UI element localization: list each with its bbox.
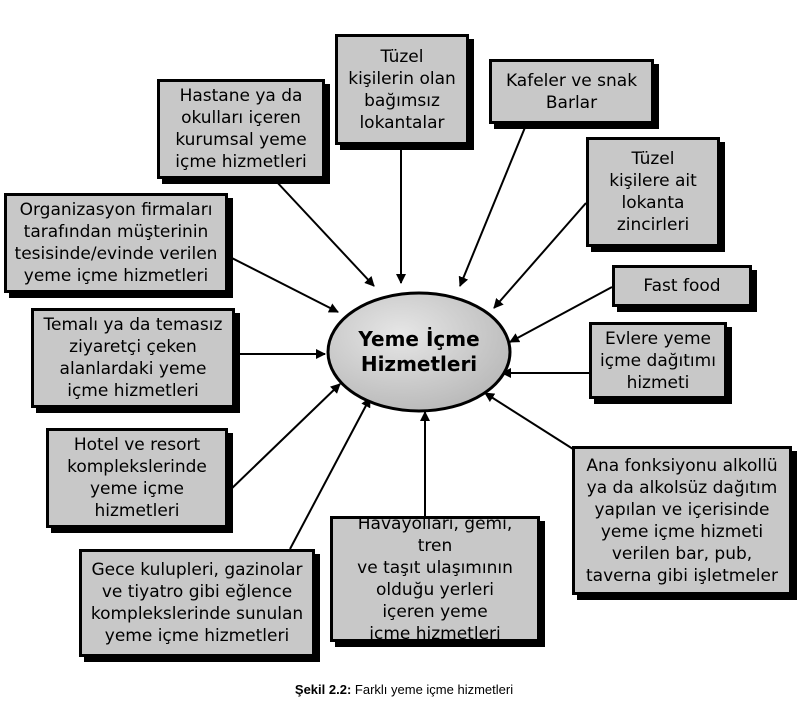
box-text: Tüzel kişilerin olan bağımsız lokantalar <box>348 46 456 133</box>
arrow-gece-kulupleri <box>289 397 371 550</box>
figure-caption: Şekil 2.2: Farklı yeme içme hizmetleri <box>0 682 808 697</box>
box-ana-fonksiyonu: Ana fonksiyonu alkollü ya da alkolsüz da… <box>572 446 792 595</box>
arrow-tuzel-kisilere-ait <box>493 202 587 309</box>
box-text: Evlere yeme içme dağıtımı hizmeti <box>600 328 716 393</box>
box-tuzel-kisilerin-olan: Tüzel kişilerin olan bağımsız lokantalar <box>335 34 469 145</box>
caption-label: Şekil 2.2: <box>294 682 352 697</box>
center-ellipse <box>326 291 512 413</box>
box-hastane-okullar: Hastane ya da okulları içeren kurumsal y… <box>157 79 325 179</box>
caption-text: Farklı yeme içme hizmetleri <box>351 682 514 697</box>
center-label: Yeme İçme Hizmetleri <box>358 327 480 376</box>
box-evlere: Evlere yeme içme dağıtımı hizmeti <box>589 322 727 399</box>
box-text: Temalı ya da temasız ziyaretçi çeken ala… <box>43 315 223 401</box>
box-text: Gece kulupleri, gazinolar ve tiyatro gib… <box>90 560 304 646</box>
box-organizasyon: Organizasyon firmaları tarafından müşter… <box>4 193 228 293</box>
box-text: Organizasyon firmaları tarafından müşter… <box>14 200 218 286</box>
arrow-fast-food <box>509 286 613 343</box>
box-fast-food: Fast food <box>612 265 752 307</box>
box-text: Hastane ya da okulları içeren kurumsal y… <box>175 86 307 172</box>
box-text: Ana fonksiyonu alkollü ya da alkolsüz da… <box>586 455 778 586</box>
arrow-ana-fonksiyonu <box>484 392 574 450</box>
box-tuzel-kisilere-ait: Tüzel kişilere ait lokanta zincirleri <box>586 137 720 247</box>
box-text: Tüzel kişilere ait lokanta zincirleri <box>609 149 697 235</box>
box-temali: Temalı ya da temasız ziyaretçi çeken ala… <box>31 308 235 408</box>
box-havayollari: Havayolları, gemi, tren ve taşıt ulaşımı… <box>330 514 540 644</box>
box-text: Hotel ve resort komplekslerinde yeme içm… <box>67 435 207 521</box>
arrow-kafeler <box>458 124 527 287</box>
box-text: Havayolları, gemi, tren ve taşıt ulaşımı… <box>357 514 513 644</box>
arrow-hotel <box>227 383 341 493</box>
box-text: Kafeler ve snak Barlar <box>505 70 638 113</box>
box-gece-kulupleri: Gece kulupleri, gazinolar ve tiyatro gib… <box>79 549 315 657</box>
box-text: Fast food <box>643 276 721 296</box>
arrow-hastane-okullar <box>274 179 375 287</box>
box-hotel: Hotel ve resort komplekslerinde yeme içm… <box>46 428 228 528</box>
box-kafeler: Kafeler ve snak Barlar <box>489 59 654 124</box>
arrow-organizasyon <box>219 251 339 313</box>
